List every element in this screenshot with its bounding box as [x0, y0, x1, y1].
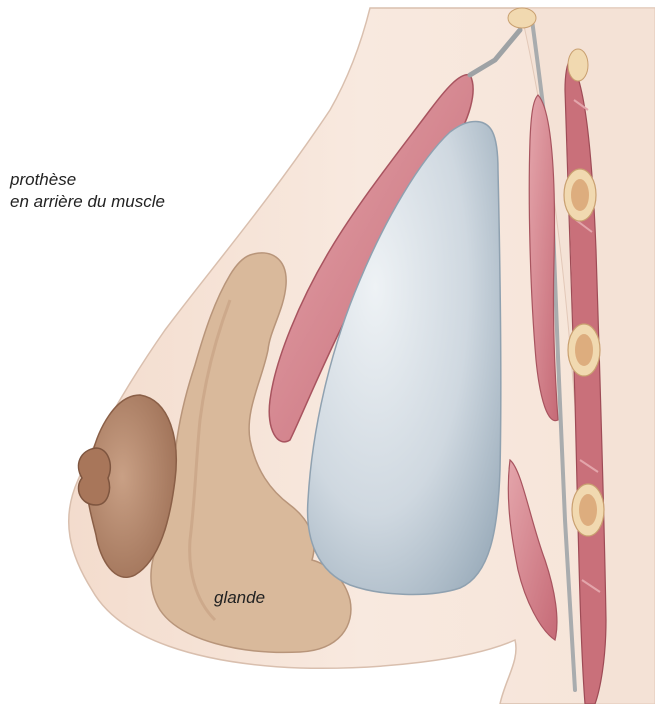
rib-2-core	[571, 179, 589, 211]
gland-label: glande	[214, 587, 265, 609]
implant-label: prothèse en arrière du muscle	[10, 169, 165, 213]
clavicle	[508, 8, 536, 28]
implant-label-line1: prothèse	[10, 169, 165, 191]
rib-3-core	[575, 334, 593, 366]
implant-label-line2: en arrière du muscle	[10, 191, 165, 213]
rib-4-core	[579, 494, 597, 526]
rib-1	[568, 49, 588, 81]
nipple	[78, 448, 110, 505]
